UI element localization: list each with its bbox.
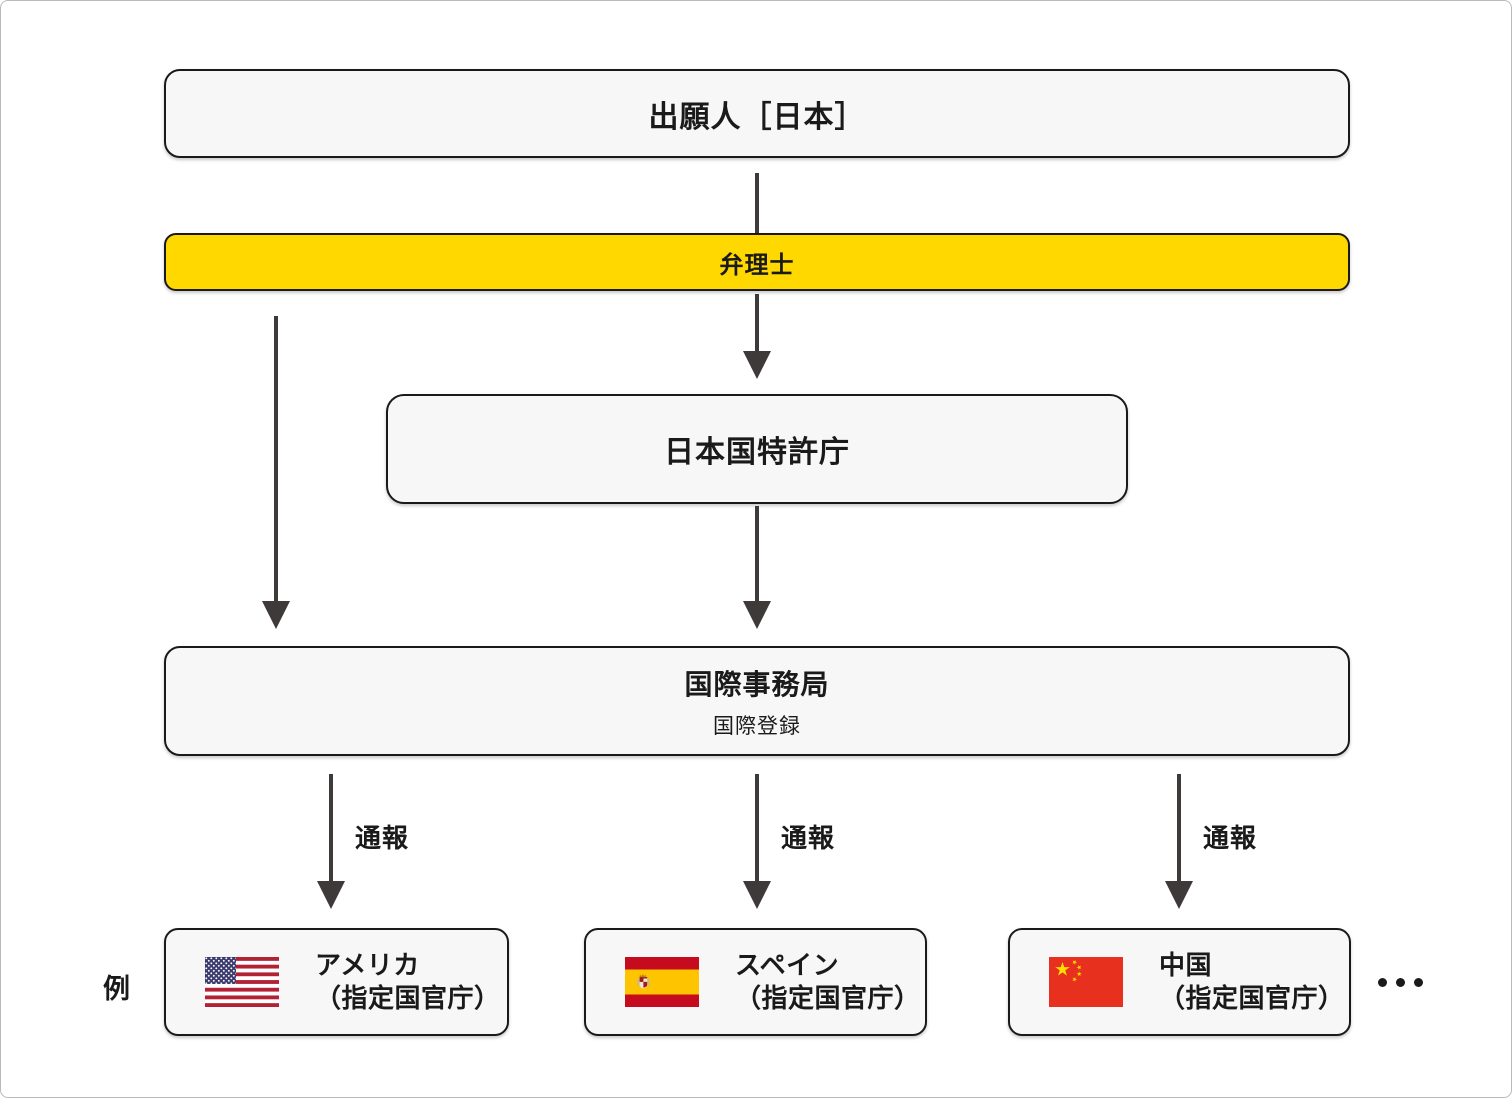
arrow-shaft [755, 506, 759, 601]
applicant-label: 出願人［日本］ [648, 100, 866, 134]
arrow-shaft [755, 294, 759, 351]
notify-label-usa: 通報 [355, 823, 410, 853]
usa-flag-icon [205, 957, 279, 1007]
notify-label-china: 通報 [1203, 823, 1258, 853]
ellipsis-dot [1378, 978, 1387, 987]
international-bureau-title: 国際事務局 [684, 668, 830, 700]
arrow-head-icon [743, 601, 771, 629]
applicant-box: 出願人［日本］ [164, 69, 1350, 158]
example-label: 例 [103, 974, 130, 1004]
office-name: （指定国官庁） [735, 983, 921, 1013]
ellipsis-icon [1378, 978, 1423, 987]
arrow-head-icon [262, 601, 290, 629]
attorney-box: 弁理士 [164, 233, 1350, 291]
jpo-label: 日本国特許庁 [664, 436, 850, 469]
spain-crest [637, 974, 650, 989]
designated-office-china-text: 中国 （指定国官庁） [1159, 949, 1345, 1016]
international-bureau-box: 国際事務局 国際登録 [164, 646, 1350, 756]
country-name: アメリカ [315, 949, 420, 980]
connector-applicant-to-attorney [755, 173, 759, 233]
office-name: （指定国官庁） [315, 983, 501, 1013]
arrow-head-icon [1165, 881, 1193, 909]
designated-office-spain-box: スペイン （指定国官庁） [584, 928, 927, 1036]
office-name: （指定国官庁） [1159, 983, 1345, 1013]
arrow-shaft [755, 774, 759, 881]
spain-flag-icon [625, 957, 699, 1007]
arrow-notify-spain [743, 774, 771, 909]
designated-office-spain-text: スペイン （指定国官庁） [735, 949, 921, 1016]
country-name: 中国 [1159, 949, 1213, 980]
designated-office-china-box: 中国 （指定国官庁） [1008, 928, 1351, 1036]
arrow-head-icon [743, 881, 771, 909]
jpo-box: 日本国特許庁 [386, 394, 1128, 504]
ellipsis-dot [1414, 978, 1423, 987]
arrow-shaft [329, 774, 333, 881]
notify-label-spain: 通報 [781, 823, 836, 853]
arrow-jpo-to-international-bureau [743, 506, 771, 629]
designated-office-usa-box: アメリカ （指定国官庁） [164, 928, 509, 1036]
arrow-notify-usa [317, 774, 345, 909]
international-bureau-subtitle: 国際登録 [713, 714, 801, 738]
arrow-attorney-to-international-bureau [262, 316, 290, 629]
arrow-shaft [274, 316, 278, 601]
china-flag-icon [1049, 957, 1123, 1007]
ellipsis-dot [1396, 978, 1405, 987]
arrow-notify-china [1165, 774, 1193, 909]
arrow-attorney-to-jpo [743, 294, 771, 379]
designated-office-usa-text: アメリカ （指定国官庁） [315, 949, 501, 1016]
country-name: スペイン [735, 949, 840, 980]
arrow-head-icon [743, 351, 771, 379]
arrow-head-icon [317, 881, 345, 909]
attorney-label: 弁理士 [719, 251, 795, 279]
arrow-shaft [1177, 774, 1181, 881]
